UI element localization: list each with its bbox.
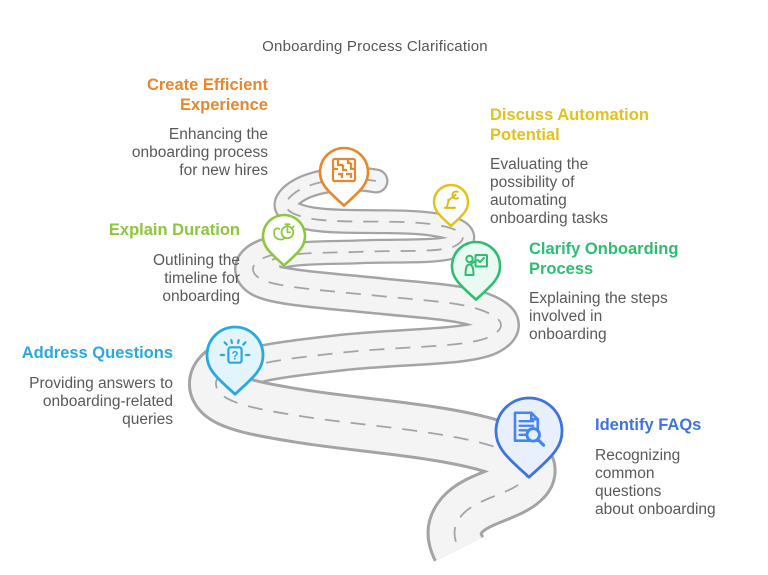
svg-text:?: ?: [231, 350, 238, 362]
milestone-description: Explaining the steps involved in onboard…: [529, 290, 668, 343]
person-checklist-icon: [464, 254, 488, 276]
milestone-pin-address-questions: ?: [207, 327, 263, 394]
maze-icon: [331, 157, 357, 183]
milestone-pin-identify-faqs: [496, 398, 562, 477]
road-center-dashes: [215, 178, 530, 550]
milestone-pin-create-efficient-experience: [320, 148, 368, 206]
milestone-heading: Explain Duration: [108, 221, 240, 239]
milestone-heading: Discuss Automation Potential: [490, 106, 649, 144]
milestone-heading: Clarify Onboarding Process: [529, 240, 679, 278]
milestone-heading: Identify FAQs: [595, 416, 702, 434]
milestone-description: Evaluating the possibility of automating…: [490, 156, 609, 227]
milestone-heading: Create Efficient Experience: [146, 76, 268, 114]
road-segment-bottom: [188, 335, 557, 562]
document-search-icon: [513, 411, 546, 447]
stopwatch-hand-icon: [273, 223, 295, 241]
milestone-clarify-onboarding-process: Clarify Onboarding Process Explaining th…: [529, 240, 701, 344]
milestone-description: Enhancing the onboarding process for new…: [131, 126, 268, 179]
milestone-create-efficient-experience: Create Efficient Experience Enhancing th…: [103, 76, 268, 180]
milestone-discuss-automation-potential: Discuss Automation Potential Evaluating …: [490, 106, 665, 228]
milestone-pin-discuss-automation-potential: [434, 185, 468, 226]
page-title: Onboarding Process Clarification: [262, 38, 488, 55]
milestone-address-questions: Address Questions Providing answers to o…: [8, 344, 173, 429]
milestone-description: Outlining the timeline for onboarding: [152, 251, 240, 305]
milestone-heading: Address Questions: [21, 344, 173, 362]
milestone-explain-duration: Explain Duration Outlining the timeline …: [85, 221, 240, 306]
milestone-description: Providing answers to onboarding-related …: [29, 374, 173, 428]
milestone-description: Recognizing common questions about onboa…: [595, 446, 716, 518]
question-box-icon: ?: [219, 339, 251, 364]
robot-arm-icon: [443, 190, 459, 209]
milestone-identify-faqs: Identify FAQs Recognizing common questio…: [595, 416, 735, 519]
milestone-pin-explain-duration: [263, 215, 305, 265]
milestone-pin-clarify-onboarding-process: [452, 242, 500, 300]
